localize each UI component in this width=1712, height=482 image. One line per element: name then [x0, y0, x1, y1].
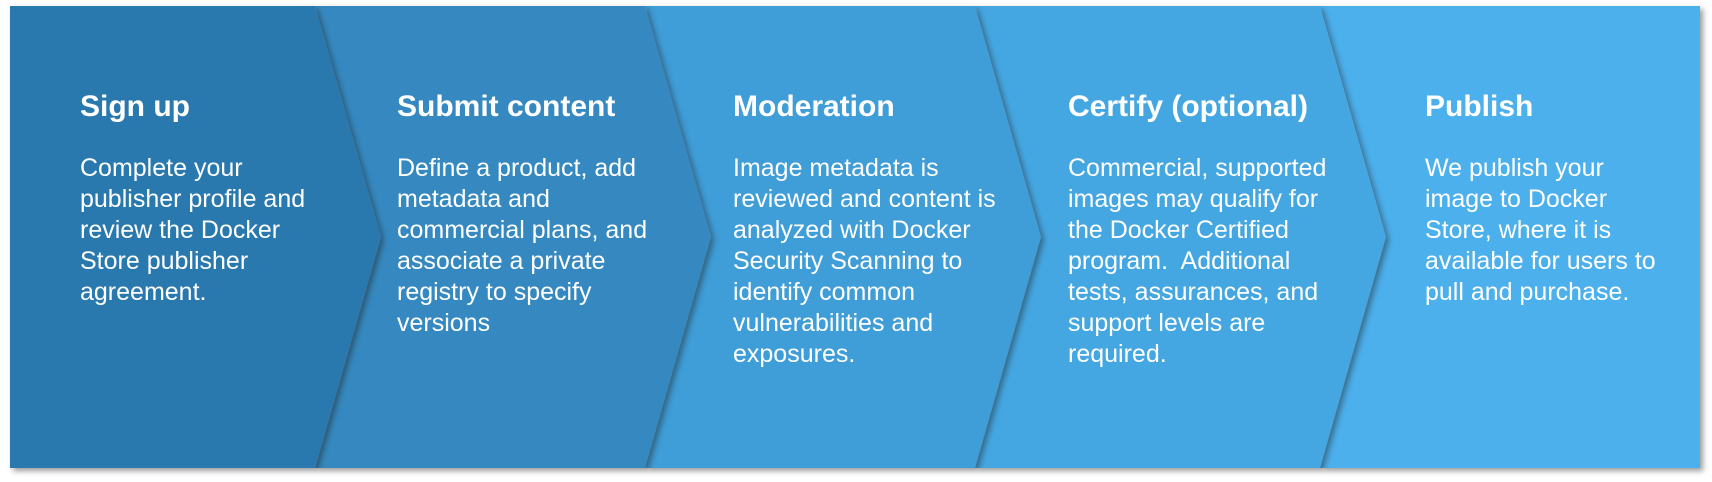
- chevron-shape: Certify (optional) Commercial, supported…: [975, 6, 1386, 468]
- step-description: Complete your publisher profile and revi…: [80, 154, 313, 306]
- step-title: Sign up: [80, 90, 190, 123]
- step-moderation: Moderation Image metadata is reviewed an…: [645, 6, 1041, 468]
- step-description: Define a product, add metadata and comme…: [397, 154, 655, 337]
- chevron-shape: Submit content Define a product, add met…: [315, 6, 711, 468]
- step-description: Commercial, supported images may qualify…: [1068, 154, 1334, 368]
- step-title: Certify (optional): [1068, 90, 1308, 123]
- step-title: Publish: [1425, 90, 1534, 123]
- chevron-shape: Moderation Image metadata is reviewed an…: [645, 6, 1041, 468]
- chevron-shape: Sign up Complete your publisher profile …: [10, 6, 381, 468]
- step-submit-content: Submit content Define a product, add met…: [315, 6, 711, 468]
- step-title: Submit content: [397, 90, 616, 123]
- chevron-strip: Sign up Complete your publisher profile …: [10, 6, 1700, 468]
- step-sign-up: Sign up Complete your publisher profile …: [10, 6, 381, 468]
- step-certify-optional: Certify (optional) Commercial, supported…: [975, 6, 1386, 468]
- step-title: Moderation: [733, 90, 895, 123]
- step-description: We publish your image to Docker Store, w…: [1425, 154, 1663, 306]
- step-description: Image metadata is reviewed and content i…: [733, 154, 1003, 368]
